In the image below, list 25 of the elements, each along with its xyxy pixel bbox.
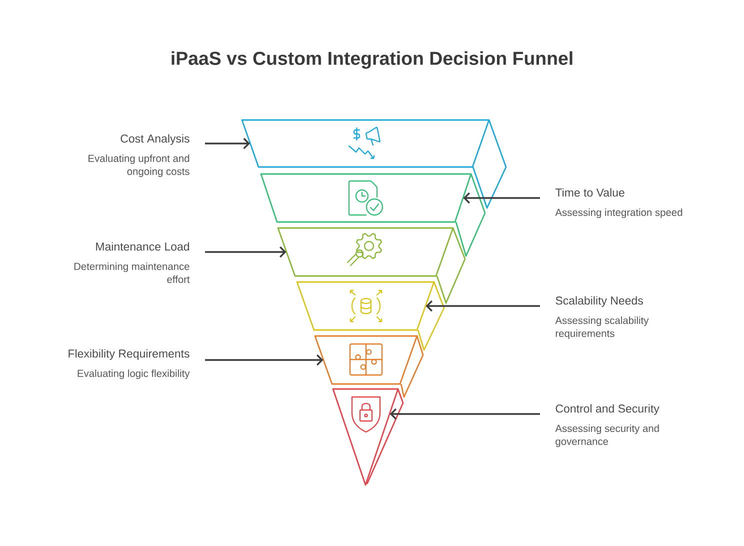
funnel-layer (277, 227, 454, 277)
label-heading: Scalability Needs (556, 296, 643, 307)
funnel-tip (332, 388, 399, 486)
label-heading: Flexibility Requirements (68, 349, 190, 360)
arrow (205, 138, 250, 150)
arrow (205, 354, 324, 366)
label-text: Determining maintenance effort (74, 262, 190, 284)
funnel-layer (314, 335, 418, 385)
funnel-layer (241, 119, 490, 168)
label-heading: Time to Value (555, 188, 624, 197)
label-heading: Maintenance Load (96, 242, 190, 251)
label-text: Evaluating upfront and ongoing costs (88, 154, 190, 178)
title: iPaaS vs Custom Integration Decision Funnel (172, 51, 572, 69)
arrow (390, 408, 540, 420)
label-text: Evaluating logic flexibility (78, 370, 190, 380)
label-text: Assessing security and governance (555, 424, 659, 448)
label-text: Assessing scalability requirements (555, 316, 649, 340)
label-heading: Cost Analysis (120, 134, 190, 145)
funnel-layer (260, 173, 472, 223)
label-text: Assessing integration speed (555, 208, 682, 218)
label-heading: Control and Security (556, 404, 660, 415)
arrow (205, 246, 286, 258)
arrow (463, 192, 540, 204)
arrow (426, 300, 540, 312)
funnel-layer (296, 281, 435, 331)
